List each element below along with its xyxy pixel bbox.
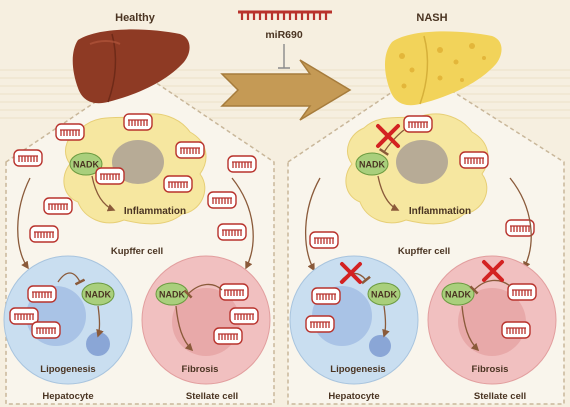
nash-inflammation-label: Inflammation [409,206,471,217]
healthy-liver-icon [72,29,190,104]
healthy-mirna-8 [43,197,73,215]
nash-stl-mirna-1 [507,283,537,301]
progression-arrow [220,59,352,121]
nash-kupffer-label: Kupffer cell [398,246,450,257]
healthy-mirna-10 [29,225,59,243]
healthy-nadk-to-inflammation-arrow [91,175,116,212]
healthy-hep-nadk-arrow [96,305,104,338]
nash-hepatocyte-block-icon [340,262,362,284]
nash-mirna-1 [403,115,433,133]
healthy-mirna-3 [175,141,205,159]
nash-title: NASH [416,12,447,24]
nash-kupffer-to-hepatocyte-arrow [305,177,321,272]
healthy-hepatocyte-nadk [81,282,115,306]
nash-liver-icon [385,31,502,106]
healthy-hep-mirna-inhibition [57,272,86,286]
nash-lipogenesis-label: Lipogenesis [330,364,385,375]
healthy-fibrosis-label: Fibrosis [182,364,219,375]
healthy-stl-mirna-3 [213,327,243,345]
healthy-mirna-1 [55,123,85,141]
nash-nadk-to-inflammation-arrow [377,175,400,211]
healthy-hepatocyte-label: Hepatocyte [42,391,93,402]
nash-stl-mirna-2 [501,321,531,339]
healthy-kupffer-to-hepatocyte-arrow [17,177,31,270]
nash-stellate-block-icon [482,260,504,282]
nash-kupffer-to-stellate-arrow [509,177,532,270]
nash-stellate-label: Stellate cell [474,391,526,402]
healthy-stl-mirna-1 [219,283,249,301]
healthy-mirna-11 [217,223,247,241]
nash-mirna-2 [459,151,489,169]
healthy-inflammation-label: Inflammation [124,206,186,217]
healthy-hepatocyte-nadk-label: NADK [85,290,111,300]
healthy-mirna-5 [163,175,193,193]
healthy-title: Healthy [115,12,156,24]
nash-stl-nadk-arrow [461,305,480,352]
mir690-label: miR690 [265,29,303,41]
nash-kupffer-nadk [355,152,389,176]
healthy-stellate-label: Stellate cell [186,391,238,402]
healthy-stl-nadk-arrow [175,305,194,352]
healthy-hepatocyte-organelle [86,332,110,356]
nash-hepatocyte-nadk [367,282,401,306]
healthy-hep-mirna-3 [31,321,61,339]
healthy-mirna-9 [207,191,237,209]
nash-hep-nadk-arrow [382,305,390,338]
healthy-mirna-7 [227,155,257,173]
healthy-stellate-nadk-label: NADK [159,290,185,300]
healthy-mirna-2 [123,113,153,131]
healthy-mirna-6 [13,149,43,167]
mir690-icon [238,10,332,20]
healthy-kupffer-nucleus [112,140,164,184]
healthy-kupffer-nadk-label: NADK [73,160,99,170]
nash-hep-mirna-1 [311,287,341,305]
mir690-inhibition-line [278,44,290,69]
nash-mirna-3 [309,231,339,249]
nash-hepatocyte-nadk-label: NADK [371,290,397,300]
healthy-stl-mirna-inhibition [183,283,223,299]
nash-hepatocyte-label: Hepatocyte [328,391,379,402]
nash-kupffer-nucleus [396,140,448,184]
nash-kupffer-nadk-label: NADK [359,160,385,170]
healthy-lipogenesis-label: Lipogenesis [40,364,95,375]
nash-stellate-nadk-label: NADK [445,290,471,300]
healthy-kupffer-label: Kupffer cell [111,246,163,257]
nash-kupffer-block-icon [376,124,400,148]
healthy-mirna-4 [95,167,125,185]
nash-fibrosis-label: Fibrosis [472,364,509,375]
healthy-stl-mirna-2 [229,307,259,325]
healthy-kupffer-to-stellate-arrow [231,177,254,270]
healthy-hep-mirna-1 [27,285,57,303]
nash-hepatocyte-organelle [369,335,391,357]
healthy-kupffer-nadk [69,152,103,176]
nash-hep-mirna-2 [305,315,335,333]
healthy-hep-mirna-2 [9,307,39,325]
nash-stellate-nucleus [458,288,526,356]
nash-stl-mirna-inhibition [469,279,511,295]
